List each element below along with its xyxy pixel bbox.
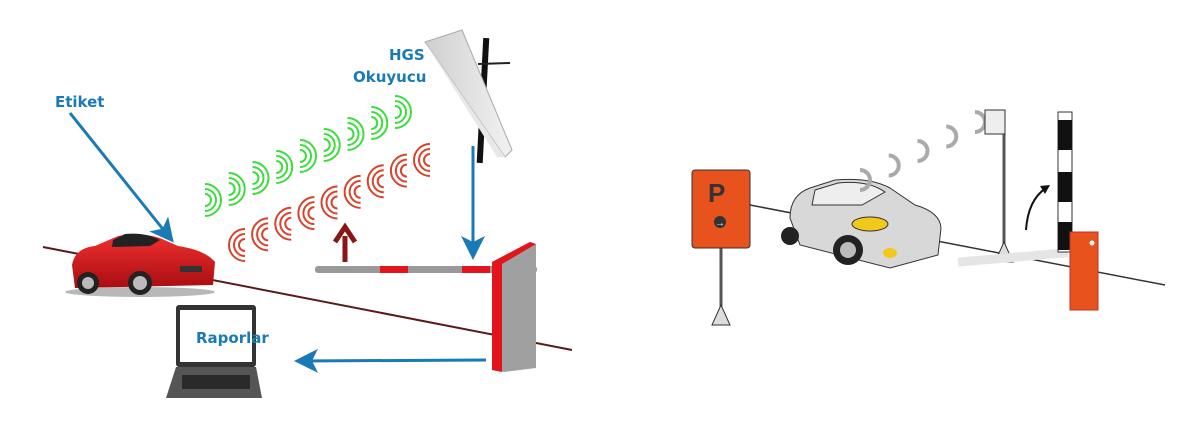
signal-wave-arc — [276, 160, 284, 174]
signal-wave-arc — [233, 233, 246, 257]
rfid-reader-pole — [957, 109, 1069, 267]
signal-wave-arc — [252, 171, 260, 185]
hgs-reader-antenna — [424, 29, 513, 164]
signal-wave-arc — [252, 161, 270, 195]
signal-wave-arc — [299, 144, 312, 168]
barrier-raise-arrow-icon — [1025, 187, 1047, 231]
parking-letter: P — [708, 178, 725, 208]
signal-wave-arc — [347, 122, 360, 146]
signal-wave-arc — [252, 166, 265, 190]
signal-wave-arc — [297, 196, 315, 231]
signal-wave-arc — [343, 174, 361, 209]
signal-wave-arc — [330, 195, 338, 210]
barrier-up-arrow-icon — [332, 222, 358, 262]
signal-wave-arc — [204, 193, 212, 207]
signal-wave-arc — [371, 111, 384, 135]
signal-wave-arc — [274, 206, 292, 241]
signal-wave-arc — [347, 127, 355, 141]
signal-wave-arc — [276, 155, 289, 179]
signal-wave-arc — [323, 138, 331, 152]
signal-wave-arc — [389, 153, 407, 188]
signal-wave-arc — [917, 139, 930, 163]
tag-pointer-arrow — [68, 112, 174, 243]
signal-wave-arc — [256, 222, 269, 247]
signal-wave-arc — [371, 116, 379, 130]
signal-wave-arc — [228, 228, 246, 262]
signal-wave-arc — [394, 158, 407, 183]
barrier-gate — [315, 242, 537, 372]
signal-wave-arc — [348, 179, 361, 204]
signal-wave-arc — [325, 190, 338, 215]
signal-wave-arc — [238, 238, 246, 252]
laptop — [166, 305, 262, 398]
signal-wave-arc — [204, 188, 217, 212]
red-signal-waves — [228, 143, 431, 262]
signal-wave-arc — [394, 100, 407, 124]
signal-wave-arc — [418, 148, 431, 172]
signal-wave-arc — [320, 185, 338, 220]
raised-barrier-arm — [1057, 111, 1073, 253]
signal-wave-arc — [366, 164, 384, 199]
red-car — [65, 233, 215, 297]
signal-wave-arc — [299, 149, 307, 163]
parking-arrow-icon: → — [715, 218, 725, 229]
tag-label: Etiket — [55, 93, 104, 111]
signal-wave-arc — [399, 163, 408, 178]
barrier-to-laptop-arrow — [294, 348, 487, 373]
signal-wave-arc — [299, 139, 317, 173]
reader-label-line1: HGS — [389, 46, 425, 64]
signal-wave-arc — [279, 211, 292, 236]
grey-car — [781, 178, 942, 269]
signal-wave-arc — [323, 133, 336, 157]
signal-wave-arc — [228, 182, 236, 196]
laptop-screen-text: Raporlar — [196, 329, 269, 347]
green-signal-waves — [204, 95, 412, 217]
signal-wave-arc — [413, 143, 431, 177]
signal-wave-arc — [946, 124, 959, 149]
barrier-post — [1069, 231, 1099, 311]
signal-wave-arc — [859, 168, 872, 192]
signal-wave-arc — [371, 106, 389, 140]
signal-wave-arc — [204, 183, 222, 217]
signal-wave-arc — [353, 184, 361, 199]
signal-wave-arc — [261, 227, 269, 242]
signal-wave-arc — [376, 174, 384, 189]
signal-wave-arc — [888, 153, 901, 178]
parking-sign: P → — [691, 169, 751, 326]
signal-wave-arc — [307, 206, 315, 221]
signal-wave-arc — [394, 95, 412, 129]
signal-wave-arc — [276, 150, 294, 184]
signal-wave-arc — [371, 169, 384, 194]
signal-wave-arc — [228, 177, 241, 201]
left-diagram: Etiket HGS Okuyucu Raporlar — [42, 29, 573, 398]
reader-label-line2: Okuyucu — [353, 68, 426, 86]
signal-wave-arc — [251, 217, 269, 252]
signal-wave-arc — [284, 216, 292, 231]
signal-wave-arc — [974, 110, 987, 134]
signal-wave-arc — [394, 105, 402, 119]
signal-wave-arc — [347, 117, 365, 151]
grey-signal-waves — [859, 110, 987, 192]
right-diagram: P → — [691, 109, 1166, 326]
signal-wave-arc — [302, 201, 315, 226]
signal-wave-arc — [423, 153, 431, 167]
signal-wave-arc — [228, 172, 246, 206]
signal-wave-arc — [323, 128, 341, 162]
